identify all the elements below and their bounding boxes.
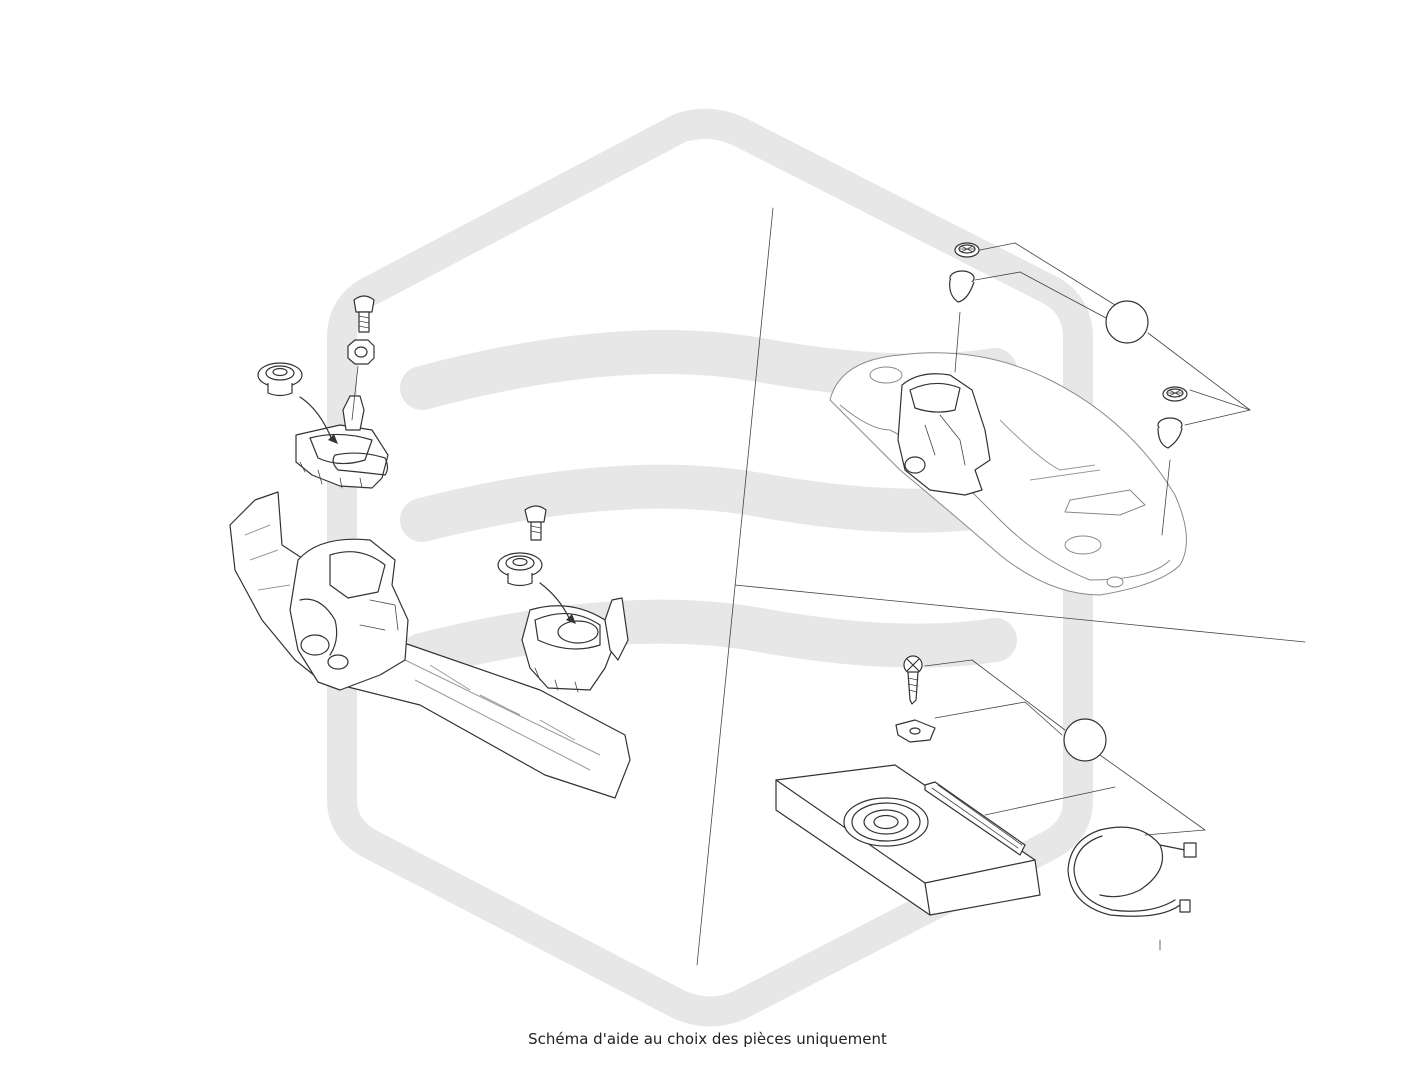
left-speaker-bracket-lower[interactable] <box>521 597 629 693</box>
wiring-harness[interactable] <box>1067 826 1197 951</box>
left-tweeter-lower[interactable] <box>497 552 543 587</box>
leader-upper-left <box>351 365 359 421</box>
callout-upper <box>954 242 1251 536</box>
right-tweeter-pod-top[interactable] <box>949 270 975 303</box>
clip-nut-lower-right[interactable] <box>895 719 936 743</box>
dashboard-speaker-housing[interactable] <box>897 373 991 496</box>
callout-circle-lower[interactable] <box>1063 718 1107 762</box>
left-speaker-bracket-upper[interactable] <box>295 395 389 489</box>
bolt-lower-left[interactable] <box>524 505 547 541</box>
arrow-lower-left <box>539 582 571 621</box>
arrow-upper-left <box>299 396 333 441</box>
dashboard-panel[interactable] <box>829 352 1187 596</box>
screw-lower-right[interactable] <box>903 655 923 705</box>
section-separators <box>696 207 1306 966</box>
front-support-assembly[interactable] <box>229 491 631 799</box>
arrow-head-lower-left <box>566 614 576 624</box>
bolt-upper-left[interactable] <box>353 295 375 333</box>
right-tweeter-grille-side[interactable] <box>1162 386 1188 402</box>
callout-lower <box>924 659 1206 836</box>
callout-circle-upper[interactable] <box>1105 300 1149 344</box>
arrow-head-upper-left <box>328 434 338 444</box>
right-tweeter-grille-top[interactable] <box>954 242 980 258</box>
diagram-caption: Schéma d'aide au choix des pièces unique… <box>528 1030 887 1048</box>
left-tweeter-upper[interactable] <box>257 362 303 397</box>
subwoofer-box[interactable] <box>775 764 1041 916</box>
nut-upper-left[interactable] <box>347 339 375 365</box>
right-tweeter-pod-side[interactable] <box>1157 417 1183 449</box>
